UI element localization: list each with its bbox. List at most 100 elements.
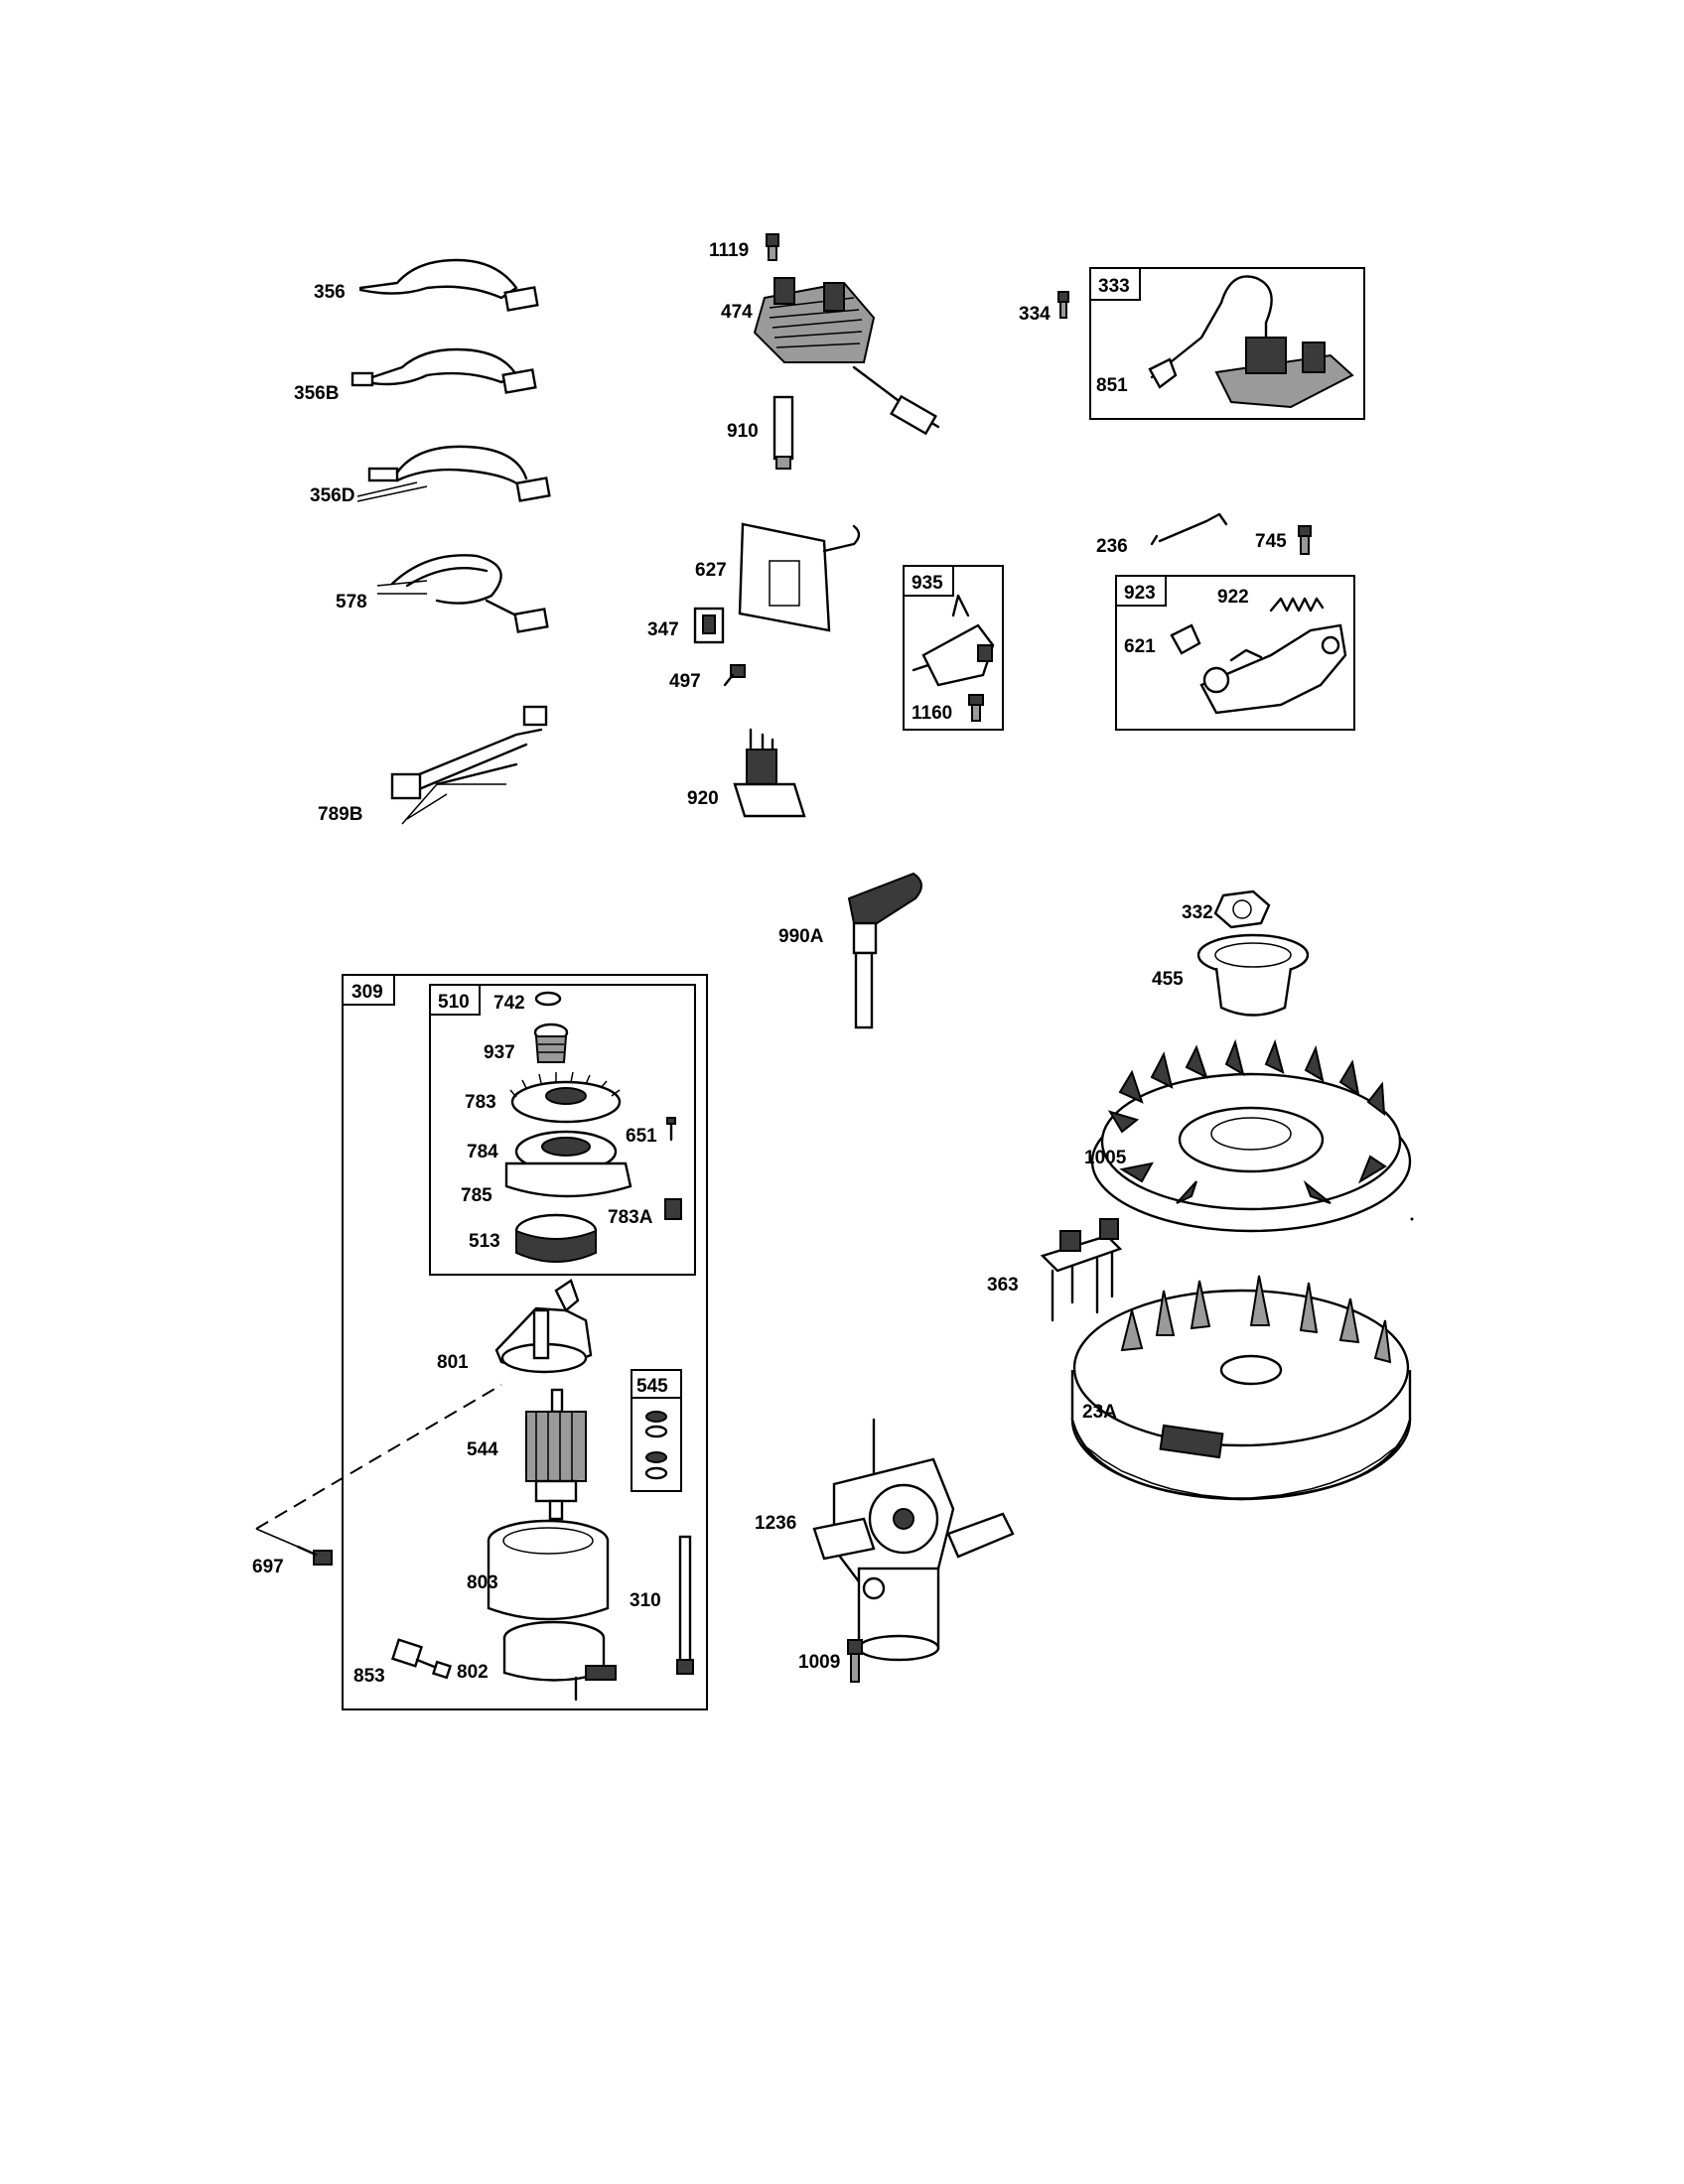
bracket-627[interactable] <box>738 522 861 632</box>
label-333[interactable]: 333 <box>1098 276 1130 297</box>
screw-697[interactable] <box>255 1384 502 1566</box>
screw-1119[interactable] <box>766 233 779 261</box>
label-802[interactable]: 802 <box>457 1662 489 1683</box>
label-783a[interactable]: 783A <box>608 1207 653 1228</box>
switch-347[interactable] <box>693 607 725 644</box>
label-935[interactable]: 935 <box>912 573 943 594</box>
wire-356d[interactable] <box>356 445 551 502</box>
clip-621[interactable] <box>1170 623 1201 655</box>
washers-545[interactable] <box>644 1411 668 1480</box>
label-497[interactable]: 497 <box>669 671 701 692</box>
label-990a[interactable]: 990A <box>778 926 824 947</box>
puller-363[interactable] <box>1040 1218 1123 1322</box>
label-922[interactable]: 922 <box>1217 587 1249 608</box>
label-544[interactable]: 544 <box>467 1439 498 1460</box>
connector-853[interactable] <box>390 1638 453 1680</box>
label-789b[interactable]: 789B <box>318 804 362 825</box>
clutch-513[interactable] <box>514 1213 598 1263</box>
armature-544[interactable] <box>525 1388 587 1521</box>
label-356[interactable]: 356 <box>314 282 346 303</box>
label-310[interactable]: 310 <box>630 1590 661 1611</box>
label-455[interactable]: 455 <box>1152 969 1184 990</box>
governor-935[interactable] <box>912 594 995 687</box>
label-920[interactable]: 920 <box>687 788 719 809</box>
kit-box-923 <box>1115 575 1355 731</box>
terminal-920[interactable] <box>733 728 806 818</box>
label-853[interactable]: 853 <box>353 1666 385 1687</box>
motor-1236[interactable] <box>812 1418 1015 1662</box>
label-545[interactable]: 545 <box>636 1376 668 1397</box>
label-1009[interactable]: 1009 <box>798 1652 840 1673</box>
label-627[interactable]: 627 <box>695 560 727 581</box>
label-621[interactable]: 621 <box>1124 636 1156 657</box>
label-513[interactable]: 513 <box>469 1231 500 1252</box>
housing-803[interactable] <box>487 1519 610 1621</box>
stray-dot <box>1410 1217 1414 1221</box>
label-356b[interactable]: 356B <box>294 383 339 404</box>
screw-497[interactable] <box>723 664 746 687</box>
label-474[interactable]: 474 <box>721 302 753 323</box>
label-1005[interactable]: 1005 <box>1084 1148 1127 1168</box>
label-363[interactable]: 363 <box>987 1275 1019 1296</box>
armature-474[interactable] <box>753 277 940 436</box>
coil-333[interactable] <box>1150 275 1354 409</box>
label-783[interactable]: 783 <box>465 1092 496 1113</box>
label-784[interactable]: 784 <box>467 1142 498 1162</box>
label-801[interactable]: 801 <box>437 1352 469 1373</box>
spring-937[interactable] <box>533 1023 569 1063</box>
kit-box-935 <box>903 565 1004 731</box>
label-510[interactable]: 510 <box>438 992 470 1013</box>
label-23a[interactable]: 23A <box>1082 1402 1117 1423</box>
pin-651[interactable] <box>666 1117 676 1142</box>
wire-356[interactable] <box>358 258 539 312</box>
kit-box-545 <box>631 1369 682 1492</box>
screw-1160[interactable] <box>968 694 984 722</box>
label-651[interactable]: 651 <box>626 1126 657 1147</box>
bolt-310[interactable] <box>676 1535 694 1675</box>
control-bracket-923[interactable] <box>1199 623 1347 715</box>
label-334[interactable]: 334 <box>1019 304 1051 325</box>
handle-990a[interactable] <box>847 872 922 1029</box>
screw-745[interactable] <box>1298 525 1312 555</box>
wire-578[interactable] <box>376 554 549 633</box>
clip-851[interactable] <box>1148 357 1178 389</box>
label-356d[interactable]: 356D <box>310 485 354 506</box>
label-347[interactable]: 347 <box>647 619 679 640</box>
spring-922[interactable] <box>1269 597 1325 613</box>
label-1160[interactable]: 1160 <box>912 703 952 724</box>
label-1119[interactable]: 1119 <box>709 240 749 261</box>
spacer-910[interactable] <box>772 395 794 470</box>
label-785[interactable]: 785 <box>461 1185 492 1206</box>
label-742[interactable]: 742 <box>493 993 525 1014</box>
label-1236[interactable]: 1236 <box>755 1513 796 1534</box>
brush-plate-802[interactable] <box>502 1620 617 1702</box>
label-745[interactable]: 745 <box>1255 531 1287 552</box>
label-236[interactable]: 236 <box>1096 536 1128 557</box>
kit-box-309 <box>342 974 708 1710</box>
wire-356b[interactable] <box>351 347 537 394</box>
label-851[interactable]: 851 <box>1096 375 1128 396</box>
cover-785[interactable] <box>504 1161 632 1198</box>
gear-783[interactable] <box>509 1071 622 1124</box>
screw-1009[interactable] <box>847 1639 863 1683</box>
wire-789b[interactable] <box>390 705 548 825</box>
flywheel-23a[interactable] <box>1070 1275 1412 1501</box>
link-236[interactable] <box>1150 512 1228 546</box>
cup-455[interactable] <box>1196 933 1310 1017</box>
end-cap-801[interactable] <box>494 1279 593 1374</box>
label-578[interactable]: 578 <box>336 592 367 613</box>
fan-1005[interactable] <box>1090 1038 1412 1233</box>
clip-742[interactable] <box>534 991 562 1007</box>
screw-334[interactable] <box>1057 291 1069 319</box>
label-697[interactable]: 697 <box>252 1557 284 1577</box>
label-910[interactable]: 910 <box>727 421 759 442</box>
label-803[interactable]: 803 <box>467 1572 498 1593</box>
label-332[interactable]: 332 <box>1182 902 1213 923</box>
cap-783a[interactable] <box>664 1198 682 1220</box>
nut-332[interactable] <box>1213 889 1271 929</box>
kit-box-333 <box>1089 267 1365 420</box>
label-923[interactable]: 923 <box>1124 583 1156 604</box>
label-937[interactable]: 937 <box>484 1042 515 1063</box>
label-309[interactable]: 309 <box>351 982 383 1003</box>
